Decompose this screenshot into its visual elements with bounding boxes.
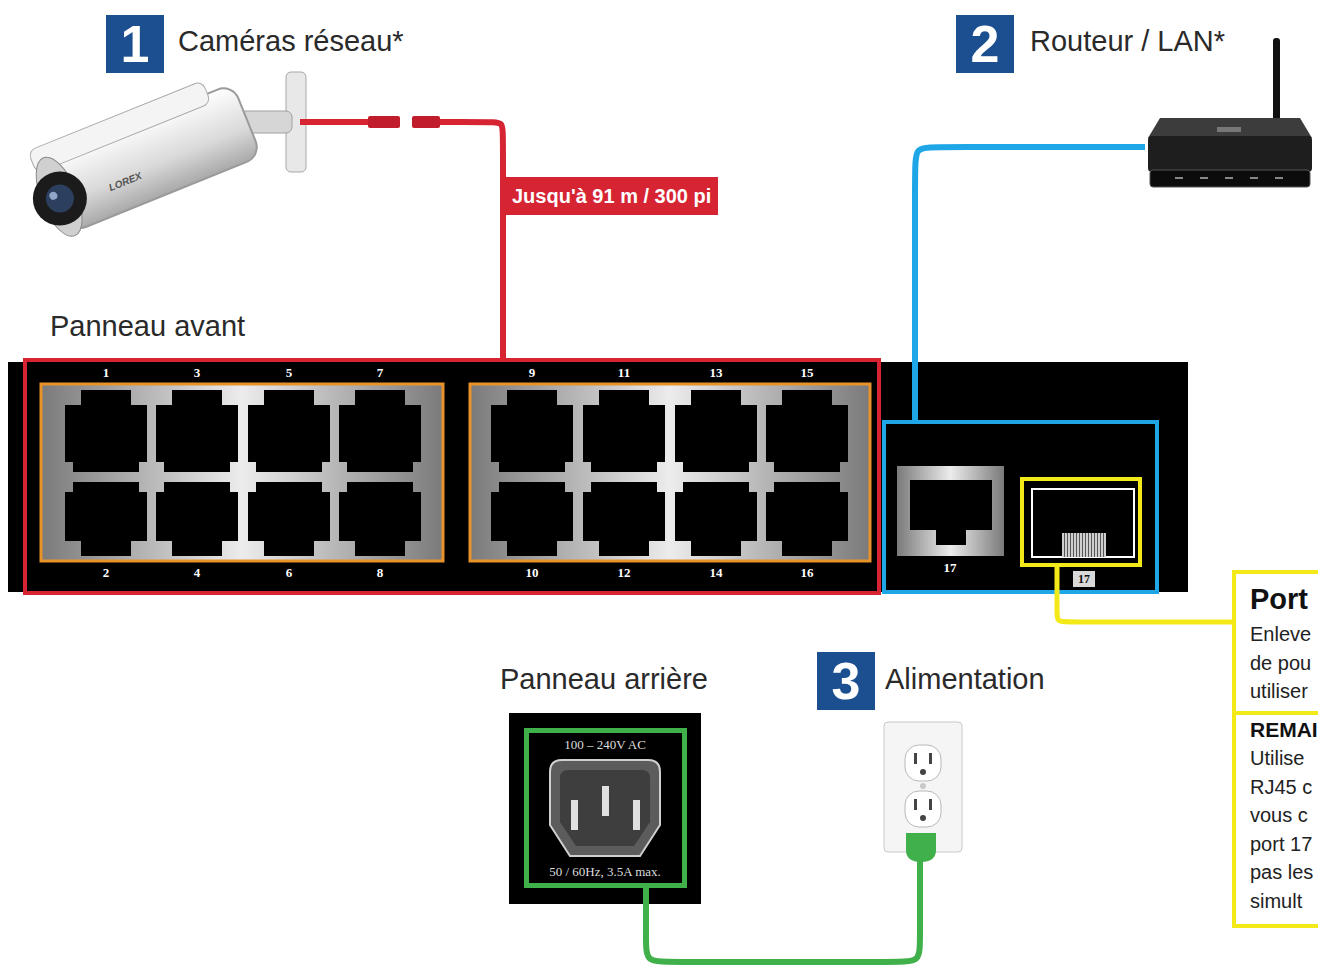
section-heading: Panneau arrière: [500, 662, 708, 696]
port-number: 9: [517, 366, 547, 380]
router-body: [1148, 136, 1312, 172]
step-badge: 2: [956, 15, 1014, 73]
outlet-screw: [920, 783, 926, 789]
port-number: 11: [609, 366, 639, 380]
outlet-receptacle: [905, 791, 941, 827]
callout-body: Enleve de pou utiliser: [1250, 620, 1318, 706]
inlet-pin: [633, 800, 640, 830]
router-top: [1148, 118, 1312, 138]
camera-lens: [25, 163, 95, 233]
rj45-port: [248, 482, 330, 556]
rj45-port: [766, 390, 848, 472]
port-bank: [41, 384, 443, 561]
port-number: 15: [792, 366, 822, 380]
router-antenna: [1273, 38, 1280, 122]
port-number: 5: [274, 366, 304, 380]
rj45-port: [583, 482, 665, 556]
step-number: 3: [817, 652, 875, 710]
cable-gap: [400, 118, 412, 126]
outlet-slot: [929, 799, 932, 810]
edge-label: Jusqu'à 91 m / 300 pi: [505, 177, 718, 215]
step-number: 1: [106, 15, 164, 73]
port-number: 2: [91, 566, 121, 580]
iec-inlet-recess: [560, 770, 650, 846]
outlet-receptacle: [905, 745, 941, 781]
sfp-contacts: [1062, 533, 1106, 557]
port-number: 13: [701, 366, 731, 380]
rj45-port: [156, 390, 238, 472]
rj45-port: [583, 390, 665, 472]
cable: [915, 147, 1145, 420]
callout-title: Port: [1250, 582, 1308, 616]
cable-plug: [368, 116, 400, 128]
step-badge: 1: [106, 15, 164, 73]
camera-cable: [300, 119, 312, 125]
router-led: [1200, 177, 1208, 179]
port-number: 3: [182, 366, 212, 380]
port-number: 12: [609, 566, 639, 580]
outlet-slot: [914, 753, 917, 764]
rj45-port: [675, 482, 757, 556]
rj45-port: [491, 390, 573, 472]
section-heading: Caméras réseau*: [178, 24, 404, 58]
cable: [646, 852, 920, 962]
power-rating: 100 – 240V AC: [530, 737, 680, 752]
router-front: [1150, 170, 1310, 187]
power-plug: [906, 833, 936, 862]
section-heading: Panneau avant: [50, 309, 245, 343]
outlet-slot: [929, 753, 932, 764]
section-heading: Routeur / LAN*: [1030, 24, 1225, 58]
rj45-port: [910, 480, 992, 545]
inlet-pin: [602, 786, 609, 816]
port-number: 1: [91, 366, 121, 380]
rj45-port: [491, 482, 573, 556]
note-heading: REMAI: [1250, 717, 1318, 743]
port-number: 16: [792, 566, 822, 580]
rj45-port: [248, 390, 330, 472]
cable: [310, 122, 503, 358]
rj45-port: [675, 390, 757, 472]
outlet-plate: [884, 722, 962, 852]
router-led: [1175, 177, 1183, 179]
rj45-port: [65, 482, 147, 556]
router-led: [1225, 177, 1233, 179]
camera-sunshield: [28, 81, 211, 174]
rj45-port: [339, 482, 421, 556]
router-led: [1250, 177, 1258, 179]
sfp-cage: [1032, 489, 1134, 557]
section-heading: Alimentation: [885, 662, 1045, 696]
uplink-port-housing: [897, 466, 1004, 556]
rj45-port: [339, 390, 421, 472]
callout-divider: [1232, 711, 1318, 715]
port-number: 4: [182, 566, 212, 580]
port-number: 14: [701, 566, 731, 580]
port-number: 17: [935, 561, 965, 575]
port-number: 7: [365, 366, 395, 380]
callout-body: Utilise RJ45 c vous c port 17 pas les si…: [1250, 744, 1318, 915]
router-logo: [1217, 127, 1241, 132]
outlet-ground: [920, 769, 926, 775]
inlet-pin: [571, 800, 578, 830]
rj45-port: [156, 482, 238, 556]
port-number: 6: [274, 566, 304, 580]
cable: [1057, 567, 1232, 622]
lens-glare: [48, 191, 58, 201]
step-number: 2: [956, 15, 1014, 73]
port-bank: [470, 384, 870, 561]
iec-inlet: [550, 760, 660, 856]
port-number: 17: [1073, 571, 1095, 587]
port-number: 10: [517, 566, 547, 580]
step-badge: 3: [817, 652, 875, 710]
rj45-port: [65, 390, 147, 472]
port-number: 8: [365, 566, 395, 580]
sfp-note-callout: PortEnleve de pou utiliserREMAIUtilise R…: [1232, 570, 1318, 928]
power-rating: 50 / 60Hz, 3.5A max.: [530, 864, 680, 879]
cable-plug: [412, 116, 440, 128]
outlet-ground: [920, 815, 926, 821]
router-led: [1275, 177, 1283, 179]
camera-lens: [42, 180, 78, 216]
outlet-slot: [914, 799, 917, 810]
rj45-port: [766, 482, 848, 556]
brand-mark: LOREX: [107, 170, 143, 193]
